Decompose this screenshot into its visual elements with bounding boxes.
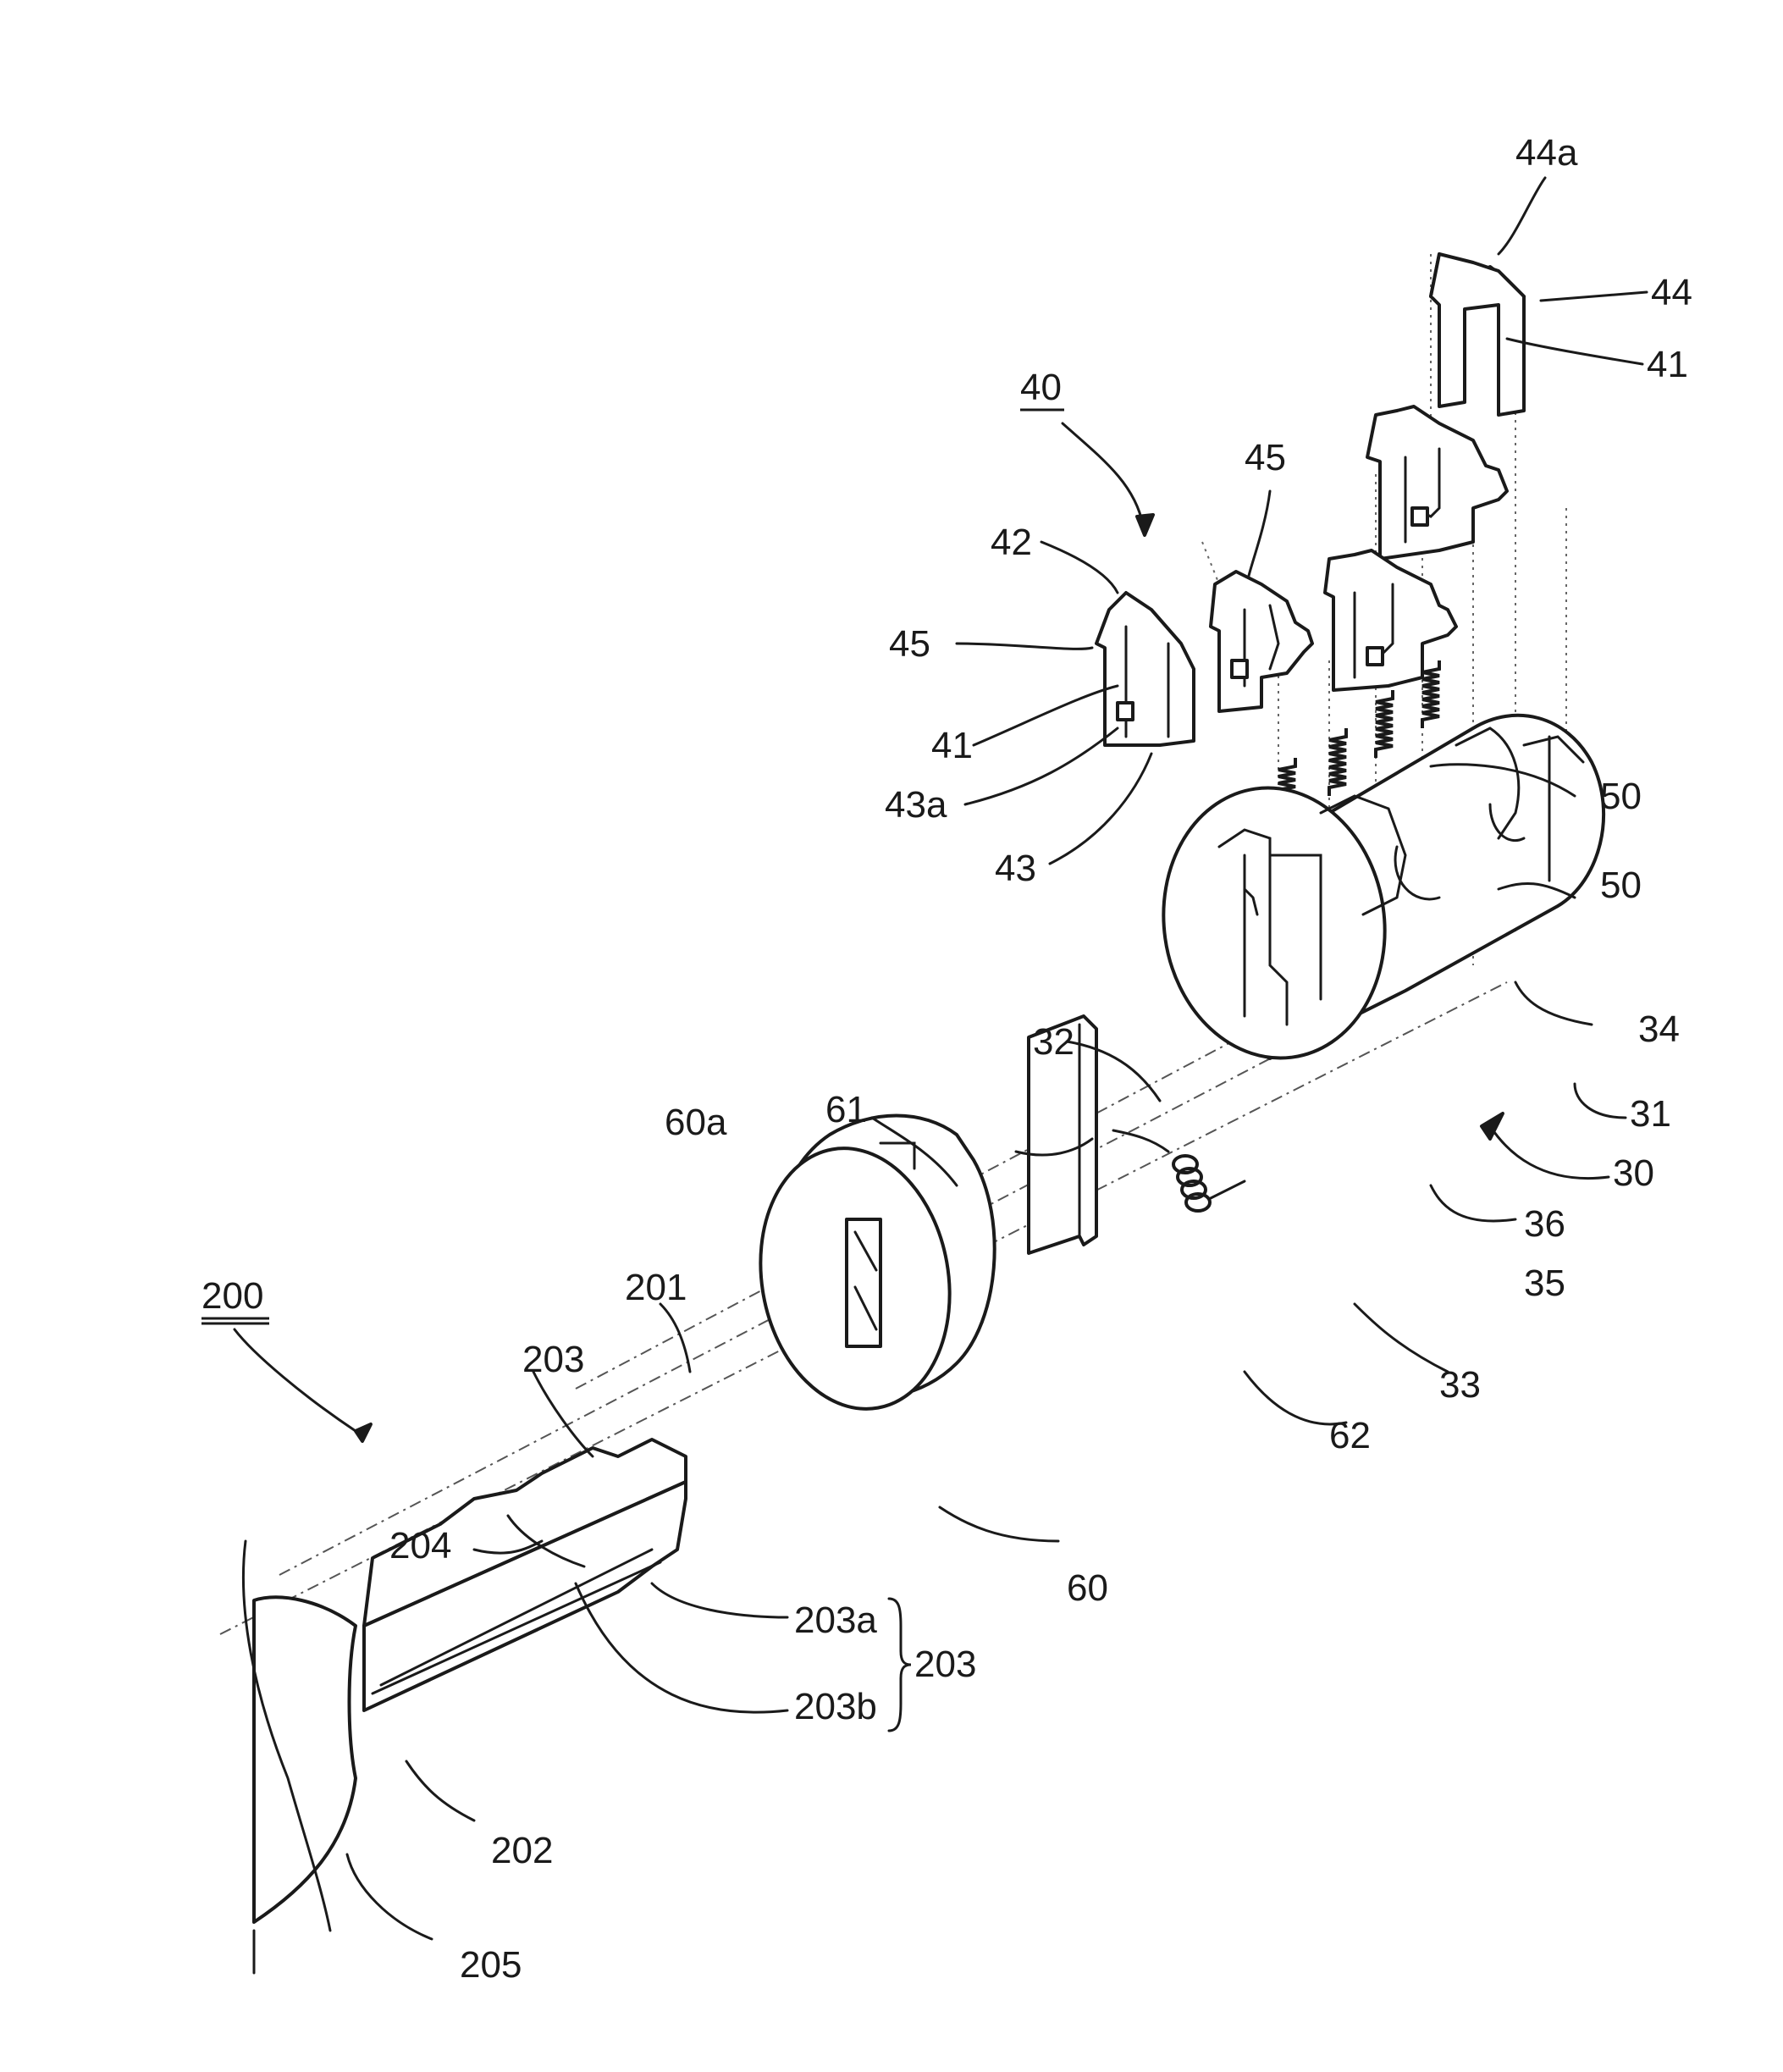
label-32: 32 <box>1033 1021 1074 1063</box>
torsion-spring-62 <box>1113 1130 1245 1211</box>
label-33: 33 <box>1439 1364 1481 1406</box>
label-43: 43 <box>995 848 1036 889</box>
label-42: 42 <box>991 522 1032 563</box>
label-44: 44 <box>1651 272 1692 313</box>
label-204: 204 <box>389 1525 451 1566</box>
label-35: 35 <box>1524 1263 1565 1304</box>
label-203-top: 203 <box>522 1339 584 1380</box>
label-62: 62 <box>1329 1415 1371 1456</box>
label-40: 40 <box>1020 367 1062 408</box>
label-43a: 43a <box>885 784 947 826</box>
label-45-left: 45 <box>889 623 930 665</box>
label-203b: 203b <box>794 1686 877 1727</box>
label-50-a: 50 <box>1600 776 1642 817</box>
cap-60 <box>741 1116 995 1424</box>
rotor-cylinder <box>1146 716 1604 1073</box>
label-30: 30 <box>1613 1152 1654 1194</box>
key-200 <box>243 1439 686 1973</box>
label-41-top: 41 <box>1647 344 1688 385</box>
label-50-b: 50 <box>1600 865 1642 906</box>
label-60a: 60a <box>665 1102 727 1143</box>
label-36: 36 <box>1524 1203 1565 1245</box>
label-203-group: 203 <box>914 1644 976 1685</box>
label-205: 205 <box>460 1944 522 1986</box>
label-61: 61 <box>825 1089 867 1130</box>
label-41-left: 41 <box>931 725 973 766</box>
label-60: 60 <box>1067 1567 1108 1609</box>
label-45-mid: 45 <box>1245 437 1286 478</box>
label-44a: 44a <box>1515 132 1578 174</box>
label-202: 202 <box>491 1830 553 1871</box>
reference-labels: 44a 44 41 40 45 42 45 41 43a 43 50 50 34… <box>201 132 1692 1986</box>
tumbler-plate-front <box>1096 593 1194 745</box>
tumbler-plate-top <box>1431 254 1524 415</box>
label-201: 201 <box>625 1267 687 1308</box>
tumbler-plate-middle <box>1211 572 1312 711</box>
label-31: 31 <box>1630 1093 1671 1135</box>
bracket-203 <box>889 1599 911 1731</box>
label-203a: 203a <box>794 1600 877 1641</box>
label-34: 34 <box>1638 1008 1680 1050</box>
label-200: 200 <box>201 1275 263 1317</box>
tumbler-plate-upper-mid <box>1367 406 1507 559</box>
